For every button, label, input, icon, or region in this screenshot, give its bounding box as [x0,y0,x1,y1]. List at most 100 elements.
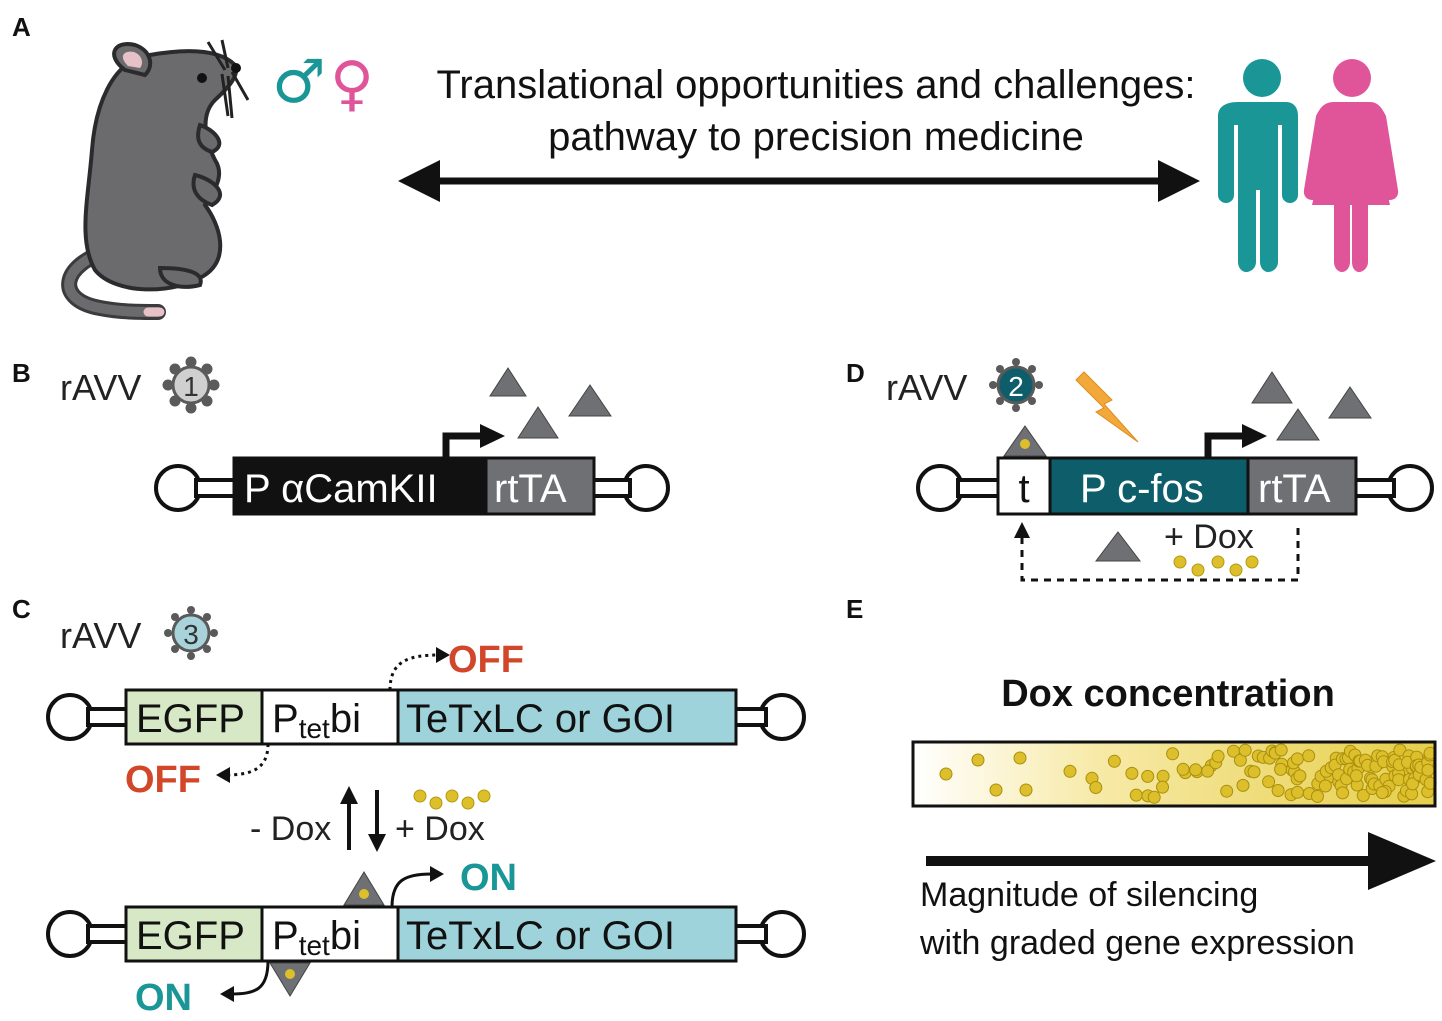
dox-dot [1147,790,1161,804]
vector-number-b: 1 [183,371,199,402]
dox-dot [1019,783,1033,797]
double-arrow [398,160,1200,202]
mouse-illustration [61,39,250,320]
dox-dot [989,783,1003,797]
panel-a-title-line1: Translational opportunities and challeng… [436,63,1195,107]
dox-dot [1107,754,1121,768]
woman-icon [1303,59,1399,272]
virus-icon-2: 2 [989,358,1043,412]
ptet-box-bottom [260,905,400,963]
dox-dot [1291,785,1304,799]
dox-dot [1247,765,1261,779]
dox-dot [1274,743,1288,757]
promoter-label-d: P c-fos [1080,467,1204,511]
bound-triangle-d [1003,425,1047,457]
dox-dot [971,753,985,767]
goi-box-bottom [396,905,738,963]
ptet-label-top: Ptetbi [272,697,361,744]
dox-dot [1421,763,1435,777]
ptet-label-bottom: Ptetbi [272,914,361,961]
construct-b: P αCamKII rtTA [154,424,670,516]
dox-dot [1013,751,1027,765]
vector-label-b: rAVV [60,367,141,408]
dox-gradient-dots [939,743,1437,804]
dox-concentration-heading: Dox concentration [1001,673,1335,715]
dox-dot [1356,789,1370,802]
dox-dot [1293,769,1307,783]
dox-dot [1201,764,1215,778]
dox-dots-d [1173,555,1259,577]
dox-dot [1089,781,1103,794]
dox-dot [1271,784,1285,797]
gene-label-b: rtTA [494,467,567,511]
triangle-icons-b [489,367,612,439]
dox-dot [1176,762,1190,776]
dox-dot [1349,769,1363,783]
construct-c-top: EGFP Ptetbi TeTxLC or GOI [46,647,806,783]
t-label-d: t [1018,467,1029,511]
egfp-box-bottom [124,905,264,963]
promoter-label-b: P αCamKII [244,467,438,511]
promoter-box-d [1048,456,1250,516]
male-symbol: ♂ [272,47,326,117]
dox-dot [1302,749,1316,763]
dox-dot [1392,773,1406,787]
panel-letter-a: A [12,12,31,42]
vector-number-c: 3 [183,619,199,650]
plus-dox-d: + Dox [1164,518,1254,556]
panel-letter-b: B [12,358,31,388]
ptet-box-top [260,688,400,746]
panel-letter-e: E [846,594,863,624]
man-icon [1218,59,1298,272]
dox-dot [1290,752,1304,766]
dox-dot [1141,769,1155,783]
dox-dot [1406,777,1419,791]
goi-label-bottom: TeTxLC or GOI [406,914,675,958]
egfp-label-top: EGFP [136,697,245,741]
caption-line2: with graded gene expression [919,924,1355,962]
panel-a-title-line2: pathway to precision medicine [548,115,1084,159]
dox-dot [1336,786,1350,800]
dox-dot [1393,743,1407,757]
gene-label-d: rtTA [1258,467,1331,511]
construct-c-bottom: EGFP Ptetbi TeTxLC or GOI [46,866,806,1002]
lightning-icon [1075,371,1139,443]
panel-letter-d: D [846,358,865,388]
dox-dot [1156,769,1170,783]
panel-letter-c: C [12,594,31,624]
gene-box-d [1246,456,1358,516]
virus-icon-1: 1 [162,356,220,414]
dox-dot [1156,780,1169,794]
dox-dot [1262,775,1276,789]
dox-dot [1220,784,1234,798]
dox-dots-c [413,789,491,810]
dox-dot [1125,766,1139,780]
dox-dot [1375,786,1389,800]
caption-line1: Magnitude of silencing [920,876,1258,914]
dox-dot [1129,788,1143,802]
dox-dot [1238,743,1252,757]
state-off-left: OFF [125,759,201,801]
egfp-box-top [124,688,264,746]
dox-dot [1236,778,1250,792]
female-symbol: ♀ [330,49,374,119]
state-on-right: ON [460,857,517,899]
dox-dot [1189,763,1203,777]
dox-dot [1318,779,1332,793]
dox-dot [939,767,953,781]
magnitude-arrow [926,832,1436,890]
egfp-label-bottom: EGFP [136,914,245,958]
vector-label-d: rAVV [886,367,967,408]
vector-label-c: rAVV [60,615,141,656]
goi-box-top [396,688,738,746]
state-off-right: OFF [448,639,524,681]
dox-dot [1211,749,1225,763]
virus-icon-3: 3 [164,606,218,660]
goi-label-top: TeTxLC or GOI [406,697,675,741]
minus-dox-label: - Dox [250,810,331,848]
promoter-box-b [232,456,488,516]
dox-dot [1311,789,1324,803]
gene-box-b [484,456,596,516]
dox-dot [1063,764,1077,778]
